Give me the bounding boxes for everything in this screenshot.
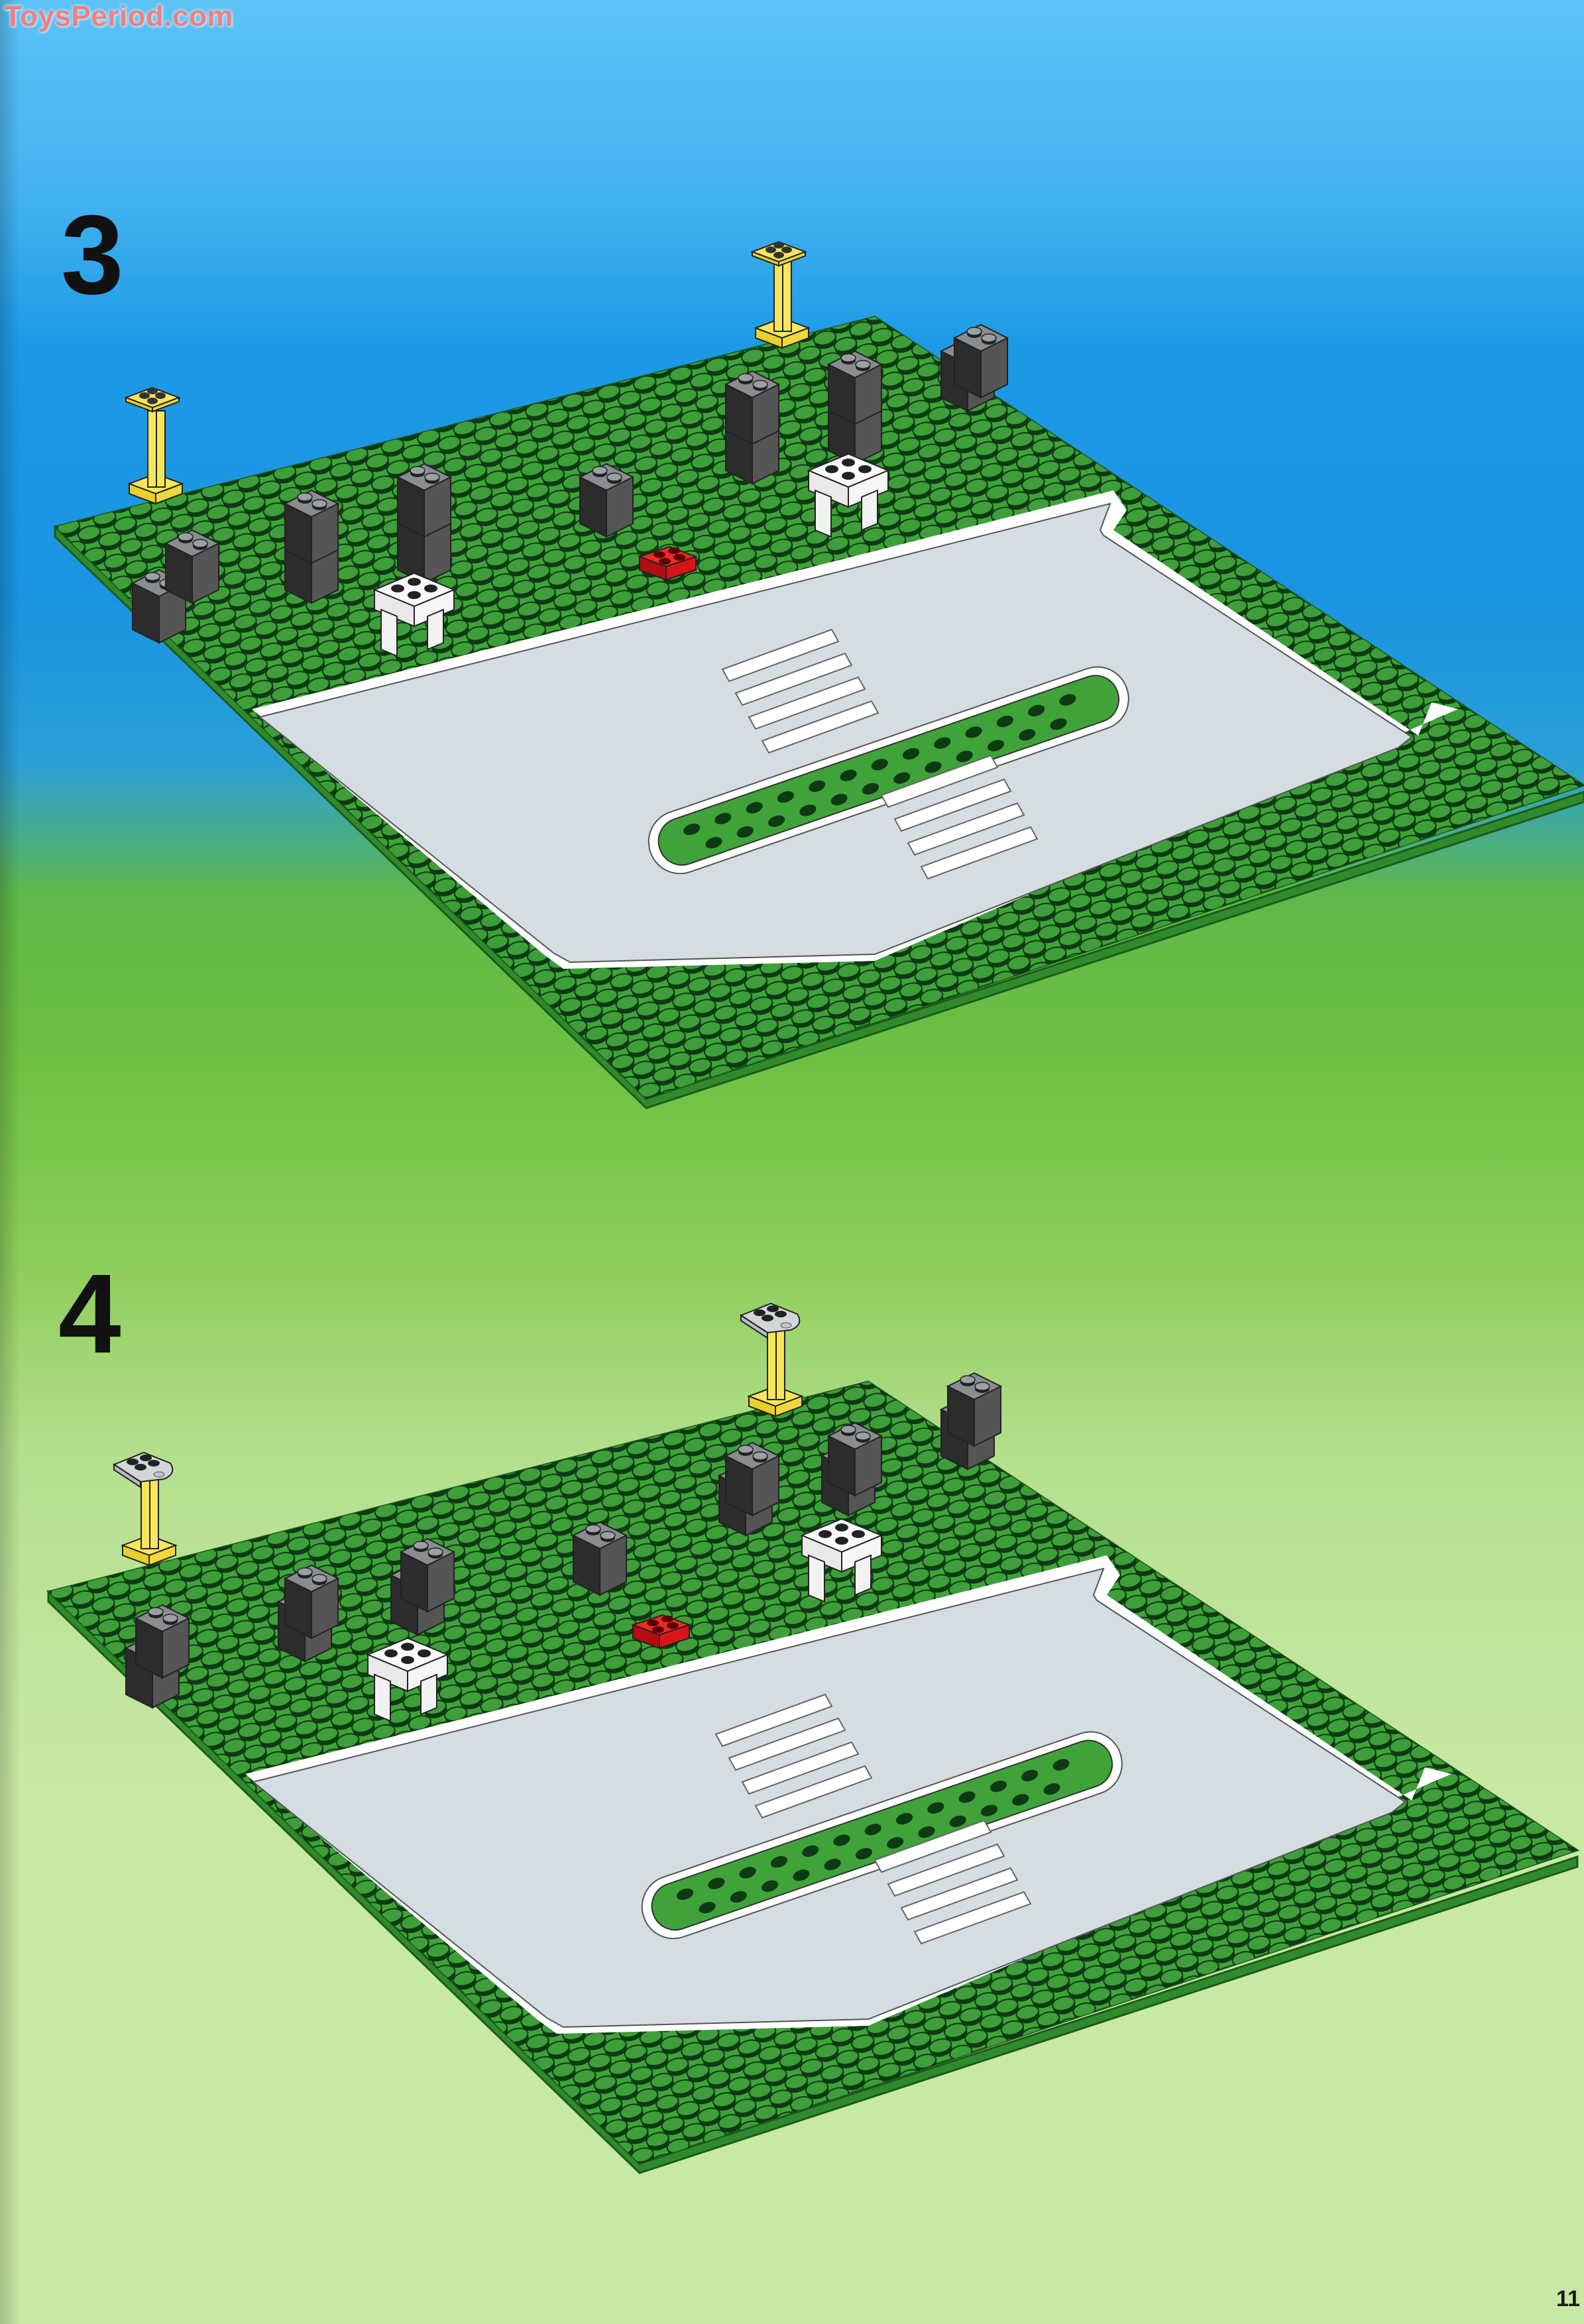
step-4-illustration: [47, 1303, 1579, 2174]
yellow-support-right: [748, 1323, 803, 1417]
step-3-illustration: [54, 241, 1584, 1109]
page-spine-shadow: [0, 0, 25, 2324]
step-number-4: 4: [58, 1251, 121, 1377]
dark-slope-brick: [400, 1538, 455, 1612]
dark-brick: [284, 490, 339, 564]
dark-slope-brick: [135, 1604, 190, 1679]
baseplate: [54, 315, 1584, 1109]
dark-slope-brick: [828, 1422, 882, 1496]
yellow-support-right: [755, 254, 809, 349]
gray-round-plate-left: [113, 1452, 174, 1488]
baseplate: [47, 1380, 1579, 2174]
watermark: ToysPeriod.com: [4, 0, 234, 32]
yellow-plate-right: [752, 241, 806, 266]
gray-round-plate-right: [740, 1303, 801, 1339]
dark-brick: [954, 324, 1008, 398]
dark-slope-brick: [284, 1565, 339, 1639]
yellow-plate-left: [125, 387, 180, 412]
dark-brick: [397, 463, 451, 537]
page-number: 11: [1556, 2286, 1580, 2311]
dark-slope-brick: [947, 1372, 1001, 1447]
yellow-support-left: [129, 410, 183, 504]
dark-brick: [165, 529, 219, 604]
dark-brick: [573, 1522, 627, 1596]
dark-slope-brick: [725, 1442, 779, 1516]
step-number-3: 3: [61, 192, 124, 318]
dark-brick: [579, 463, 634, 537]
dark-brick: [828, 351, 882, 425]
dark-brick: [725, 370, 779, 445]
yellow-support-left: [122, 1472, 176, 1566]
